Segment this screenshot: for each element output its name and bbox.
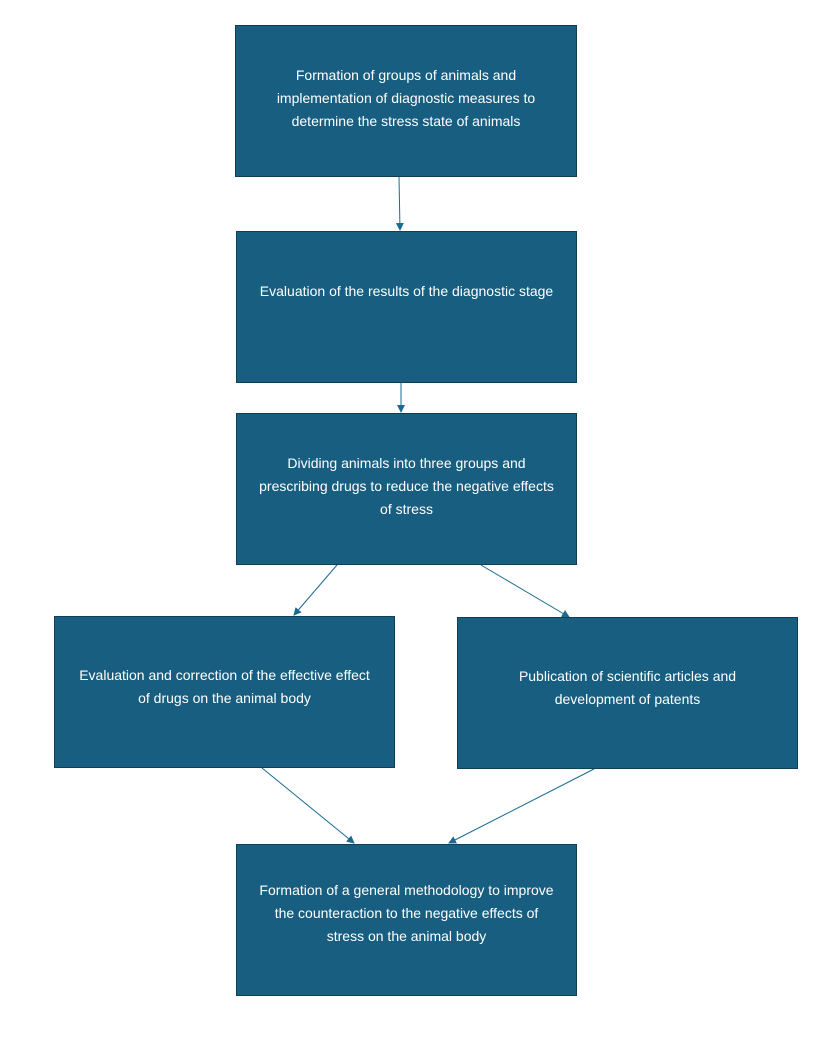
step-box-general-methodology: Formation of a general methodology to im… (236, 844, 577, 996)
step-text-grouping-and-drugs: Dividing animals into three groups and p… (259, 455, 554, 517)
step-text-publication: Publication of scientific articles and d… (518, 668, 737, 707)
arrow-step1-to-step2 (395, 176, 404, 231)
step-box-drug-effect-evaluation: Evaluation and correction of the effecti… (54, 616, 395, 768)
step-box-group-formation: Formation of groups of animals and imple… (235, 25, 577, 177)
step-text-group-formation: Formation of groups of animals and imple… (276, 67, 536, 129)
step-box-publication: Publication of scientific articles and d… (457, 617, 798, 769)
step-box-diagnostic-evaluation: Evaluation of the results of the diagnos… (236, 231, 577, 383)
arrow-step3-to-step4 (293, 564, 338, 616)
step-text-diagnostic-evaluation: Evaluation of the results of the diagnos… (259, 283, 554, 299)
step-text-drug-effect-evaluation: Evaluation and correction of the effecti… (79, 667, 370, 706)
step-box-grouping-and-drugs: Dividing animals into three groups and p… (236, 413, 577, 565)
arrow-step4-to-step6 (261, 767, 355, 844)
step-text-general-methodology: Formation of a general methodology to im… (259, 882, 554, 944)
arrow-step3-to-step5 (480, 564, 570, 618)
arrow-step5-to-step6 (448, 768, 595, 844)
